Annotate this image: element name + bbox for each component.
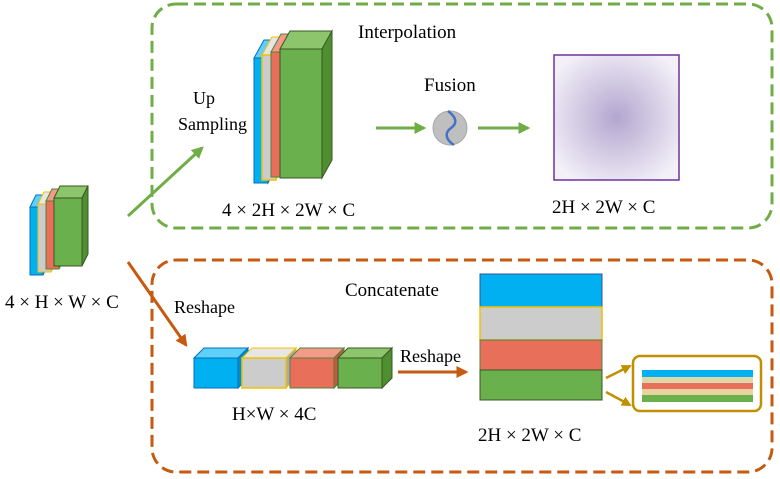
- zoom-arrow-bottom: [605, 390, 632, 407]
- stacked-strips: [479, 273, 603, 401]
- upsampled-feature-stack: [253, 29, 333, 185]
- cube-orange: [288, 346, 346, 390]
- interpolation-label: Interpolation: [358, 22, 457, 43]
- concatenate-group-box: [150, 258, 774, 474]
- input-feature-stack: [29, 185, 89, 276]
- strip-orange: [479, 339, 603, 371]
- zoom-arrow-top: [605, 364, 632, 380]
- upsampled-layer-green: [279, 29, 333, 180]
- fusion-node: [432, 110, 468, 147]
- strip-gray: [479, 306, 603, 341]
- up-label: Up: [193, 88, 215, 108]
- concatenate-label: Concatenate: [345, 280, 439, 301]
- input-dims-label: 4 × H × W × C: [5, 292, 119, 313]
- reshape-arrow-1: [126, 261, 188, 347]
- cube-green: [336, 346, 394, 390]
- input-layer-green: [53, 185, 89, 267]
- channel-cube-row: [192, 346, 394, 390]
- cube-blue: [192, 346, 250, 390]
- channel-dims-label: H×W × 4C: [232, 404, 316, 425]
- upsampled-dims-label: 4 × 2H × 2W × C: [222, 200, 355, 221]
- zoomed-strips-inset: [631, 354, 763, 413]
- fused-output-map: [553, 54, 680, 181]
- cube-gray: [240, 346, 298, 390]
- strip-blue: [479, 273, 603, 308]
- strip-green: [479, 369, 603, 401]
- upsampling-arrow: [126, 146, 204, 218]
- reshape-label-2: Reshape: [400, 346, 461, 366]
- sampling-label: Sampling: [178, 114, 247, 134]
- concat-dims-label: 2H × 2W × C: [478, 425, 581, 446]
- reshape-label-1: Reshape: [174, 297, 235, 317]
- fusion-sigma-icon: [445, 110, 457, 147]
- fused-dims-label: 2H × 2W × C: [552, 197, 655, 218]
- interpolation-group-box: [150, 2, 774, 230]
- fusion-label: Fusion: [424, 75, 476, 96]
